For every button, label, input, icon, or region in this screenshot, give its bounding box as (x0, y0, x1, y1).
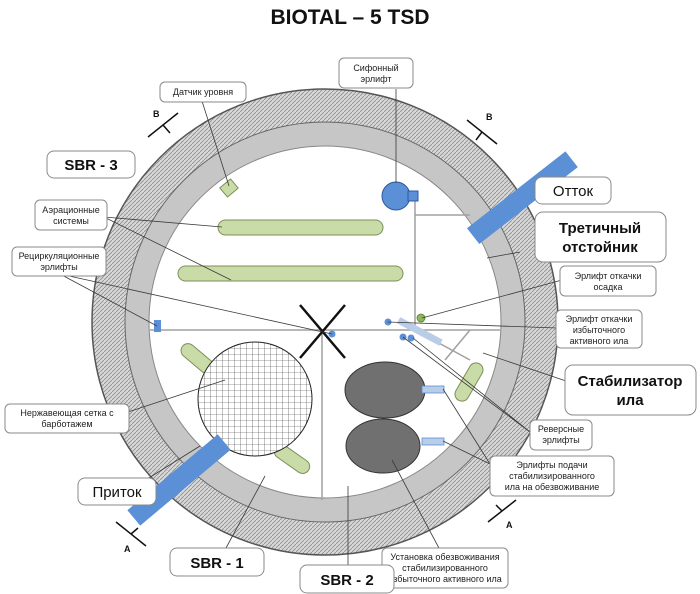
svg-text:барботажем: барботажем (41, 419, 92, 429)
callout-sbr2 (299, 564, 395, 594)
callout-sbr3 (46, 150, 136, 179)
svg-text:избыточного: избыточного (573, 325, 625, 335)
callout-siphon (338, 57, 414, 89)
section-mark-a-left (115, 521, 147, 547)
svg-text:Стабилизатор: Стабилизатор (578, 373, 683, 390)
svg-text:Нержавеющая сетка с: Нержавеющая сетка с (20, 408, 114, 418)
siphon-outlet (407, 190, 419, 202)
svg-text:стабилизированного: стабилизированного (402, 563, 488, 573)
aeration-bar-2 (177, 265, 404, 282)
sludge-airlift (416, 313, 426, 323)
label-stabilizer-2: ила (616, 392, 644, 409)
svg-text:осадка: осадка (594, 282, 623, 292)
svg-text:системы: системы (53, 216, 89, 226)
svg-text:Эрлифт откачки: Эрлифт откачки (566, 314, 633, 324)
label-tertiary-1: Третичный (559, 220, 641, 237)
label-recirc-1: Рециркуляционные (19, 251, 100, 261)
svg-text:ила: ила (616, 392, 644, 409)
label-sbr2: SBR - 2 (320, 572, 373, 589)
callout-tertiary (534, 211, 667, 263)
label-dewatering-2: стабилизированного (402, 563, 488, 573)
label-dewatering-3: избыточного активного ила (388, 574, 502, 584)
label-excess-1: Эрлифт откачки (566, 314, 633, 324)
svg-text:Сифонный: Сифонный (353, 63, 398, 73)
label-sludge-1: Эрлифт откачки (575, 271, 642, 281)
section-mark-a-right (487, 499, 517, 523)
label-mesh-2: барботажем (41, 419, 92, 429)
callout-stabilizer (564, 364, 697, 416)
label-dewatering-1: Установка обезвоживания (390, 552, 499, 562)
section-b-right-label: B (486, 112, 493, 122)
svg-text:Реверсные: Реверсные (538, 424, 584, 434)
svg-text:отстойник: отстойник (562, 239, 638, 256)
label-siphon-1: Сифонный (353, 63, 398, 73)
recirc-airlift-left (154, 320, 161, 332)
label-inflow: Приток (92, 484, 142, 501)
callout-level-sensor (159, 81, 247, 103)
label-stabilizer-1: Стабилизатор (578, 373, 683, 390)
label-level-sensor: Датчик уровня (173, 87, 233, 97)
label-siphon-2: эрлифт (361, 74, 392, 84)
svg-text:Рециркуляционные: Рециркуляционные (19, 251, 100, 261)
svg-text:Установка обезвоживания: Установка обезвоживания (390, 552, 499, 562)
outflow-pipe (466, 151, 578, 245)
label-reverse-2: эрлифты (542, 435, 579, 445)
svg-text:эрлифты: эрлифты (40, 262, 77, 272)
callout-mesh (4, 403, 130, 434)
label-feed-3: ила на обезвоживание (505, 482, 600, 492)
callout-reverse (529, 419, 593, 451)
label-feed-1: Эрлифты подачи (516, 460, 587, 470)
label-aeration-1: Аэрационные (42, 205, 99, 215)
label-tertiary-2: отстойник (562, 239, 638, 256)
label-mesh-1: Нержавеющая сетка с (20, 408, 114, 418)
callout-outflow (534, 176, 612, 205)
label-sludge-2: осадка (594, 282, 623, 292)
label-sbr3: SBR - 3 (64, 157, 117, 174)
label-excess-2: избыточного (573, 325, 625, 335)
callout-inflow (77, 477, 157, 506)
section-b-left-label: B (153, 109, 160, 119)
feed-airlift-2 (421, 437, 445, 446)
svg-text:избыточного активного ила: избыточного активного ила (388, 574, 502, 584)
leader-lines (59, 89, 576, 567)
callout-excess-pump (555, 309, 643, 349)
feed-airlift-1 (421, 385, 445, 394)
svg-text:активного ила: активного ила (570, 336, 629, 346)
section-mark-b-right (466, 119, 498, 145)
aeration-bar-1 (217, 219, 384, 236)
label-aeration-2: системы (53, 216, 89, 226)
level-sensor (219, 178, 239, 198)
label-outflow: Отток (553, 183, 594, 200)
siphon-airlift (381, 181, 411, 211)
section-a-left-label: A (124, 544, 131, 554)
svg-text:Аэрационные: Аэрационные (42, 205, 99, 215)
stainless-mesh (197, 341, 313, 457)
dewatering-unit-2 (345, 418, 421, 474)
callout-sludge-pump (559, 265, 657, 297)
diagram-title: BIOTAL – 5 TSD (270, 6, 429, 29)
tank-inner (148, 145, 502, 499)
svg-text:Эрлифты подачи: Эрлифты подачи (516, 460, 587, 470)
reverse-airlift-2 (407, 334, 415, 342)
callout-aeration (34, 199, 108, 231)
label-sbr1: SBR - 1 (190, 555, 243, 572)
label-recirc-2: эрлифты (40, 262, 77, 272)
section-a-right-label: A (506, 520, 513, 530)
svg-text:ила на обезвоживание: ила на обезвоживание (505, 482, 600, 492)
callout-feed-airlifts (489, 455, 615, 497)
svg-text:эрлифт: эрлифт (361, 74, 392, 84)
label-reverse-1: Реверсные (538, 424, 584, 434)
callout-sbr1 (169, 547, 265, 577)
reverse-pipe (396, 317, 443, 346)
label-excess-3: активного ила (570, 336, 629, 346)
svg-text:эрлифты: эрлифты (542, 435, 579, 445)
svg-text:Третичный: Третичный (559, 220, 641, 237)
label-feed-2: стабилизированного (509, 471, 595, 481)
callout-recirc (11, 246, 107, 277)
svg-text:Эрлифт откачки: Эрлифт откачки (575, 271, 642, 281)
section-mark-b-left (147, 112, 179, 138)
svg-text:стабилизированного: стабилизированного (509, 471, 595, 481)
dewatering-unit-1 (344, 361, 426, 419)
